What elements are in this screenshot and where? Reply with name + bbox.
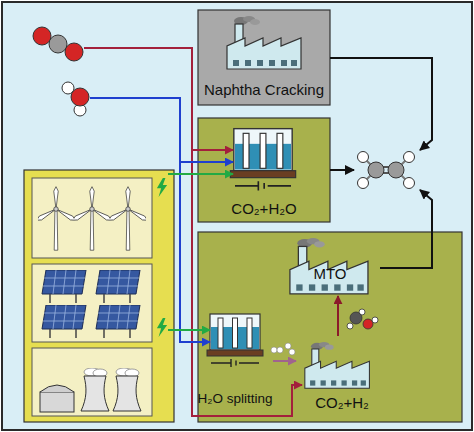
energy-panel bbox=[24, 170, 174, 422]
node-label: H₂O splitting bbox=[197, 390, 272, 407]
plant-node: MTO bbox=[280, 238, 380, 296]
co2-feed-line bbox=[192, 149, 233, 151]
h2o-feed-line bbox=[180, 161, 233, 163]
mto-factory-icon bbox=[290, 238, 368, 294]
wind-turbine bbox=[36, 187, 77, 251]
product-line bbox=[330, 58, 432, 150]
co2-molecule bbox=[33, 27, 83, 61]
methanol-molecule bbox=[347, 309, 378, 329]
indirect-route-box bbox=[198, 232, 462, 422]
power-line bbox=[168, 329, 210, 331]
wind-turbine bbox=[108, 187, 149, 251]
node-label: CO₂+H₂ bbox=[315, 394, 369, 411]
synthesis-factory-icon bbox=[305, 342, 370, 388]
wind-panel bbox=[32, 178, 152, 258]
solar-module bbox=[42, 270, 86, 303]
flow-arrow bbox=[273, 360, 296, 362]
lightning-bolt bbox=[157, 318, 167, 337]
wind-turbine bbox=[72, 187, 113, 251]
power-line bbox=[168, 173, 233, 175]
co2-h2o-box bbox=[198, 118, 330, 222]
lightning-bolt bbox=[157, 178, 167, 197]
electrolyzer-icon bbox=[207, 314, 263, 367]
nuclear-plant bbox=[40, 368, 141, 412]
solar-panel bbox=[32, 264, 152, 342]
nuclear-panel bbox=[32, 348, 152, 416]
plant-node: CO₂+H₂ bbox=[296, 336, 388, 414]
solar-module bbox=[96, 305, 140, 338]
product-line bbox=[380, 190, 432, 268]
electrolysis-node: H₂O splitting bbox=[197, 306, 273, 412]
h2o-feed-line bbox=[90, 98, 210, 342]
naphtha-factory-icon bbox=[227, 16, 301, 69]
node-label: Naphtha Cracking bbox=[204, 81, 324, 98]
solar-module bbox=[96, 270, 140, 303]
process-box: CO₂+H₂O bbox=[198, 118, 330, 222]
product-line bbox=[330, 169, 354, 171]
node-label: MTO bbox=[313, 265, 346, 282]
electrolyzer-icon bbox=[230, 129, 295, 191]
flow-arrow bbox=[337, 296, 339, 336]
solar-module bbox=[42, 305, 86, 338]
process-box: Naphtha Cracking bbox=[198, 10, 330, 105]
node-label: CO₂+H₂O bbox=[231, 200, 296, 217]
ethylene-molecule bbox=[358, 152, 415, 189]
hydrogen-dots bbox=[271, 343, 295, 355]
naphtha-box bbox=[198, 10, 330, 105]
co2-feed-line bbox=[84, 48, 302, 416]
h2o-molecule bbox=[62, 82, 89, 116]
